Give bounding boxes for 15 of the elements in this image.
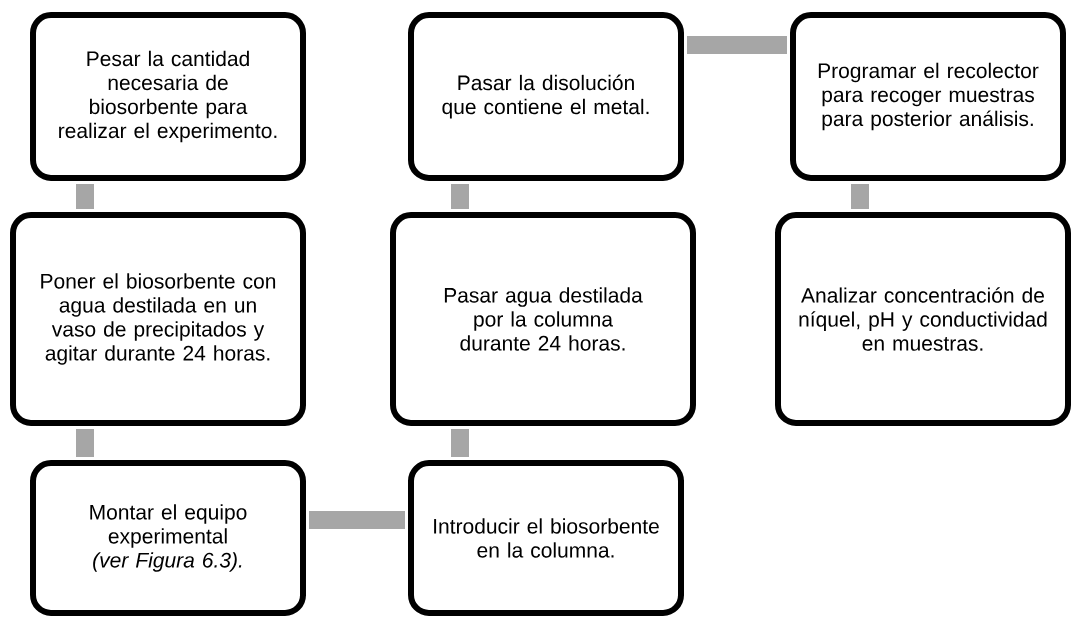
- connector: [76, 184, 94, 209]
- process-box: Analizar concentración de níquel, pH y conductividad en muestras.: [775, 212, 1071, 426]
- process-box: Pasar agua destilada por la columna durante 24 horas.: [390, 212, 696, 426]
- connector: [309, 511, 405, 529]
- connector: [687, 36, 787, 54]
- process-box: Introducir el biosorbente en la columna.: [408, 460, 684, 616]
- connector: [76, 429, 94, 457]
- process-box: Poner el biosorbente con agua destilada en un vaso de precipitados y agitar durante 24 horas.: [10, 212, 306, 426]
- process-box: Programar el recolector para recoger muestras para posterior análisis.: [790, 12, 1066, 181]
- process-box: Pesar la cantidad necesaria de biosorbente para realizar el experimento.: [30, 12, 306, 181]
- process-box: Montar el equipo experimental (ver Figura 6.3).: [30, 460, 306, 616]
- connector: [451, 429, 469, 457]
- connector: [851, 184, 869, 209]
- connector: [451, 184, 469, 209]
- process-box: Pasar la disolución que contiene el metal.: [408, 12, 684, 181]
